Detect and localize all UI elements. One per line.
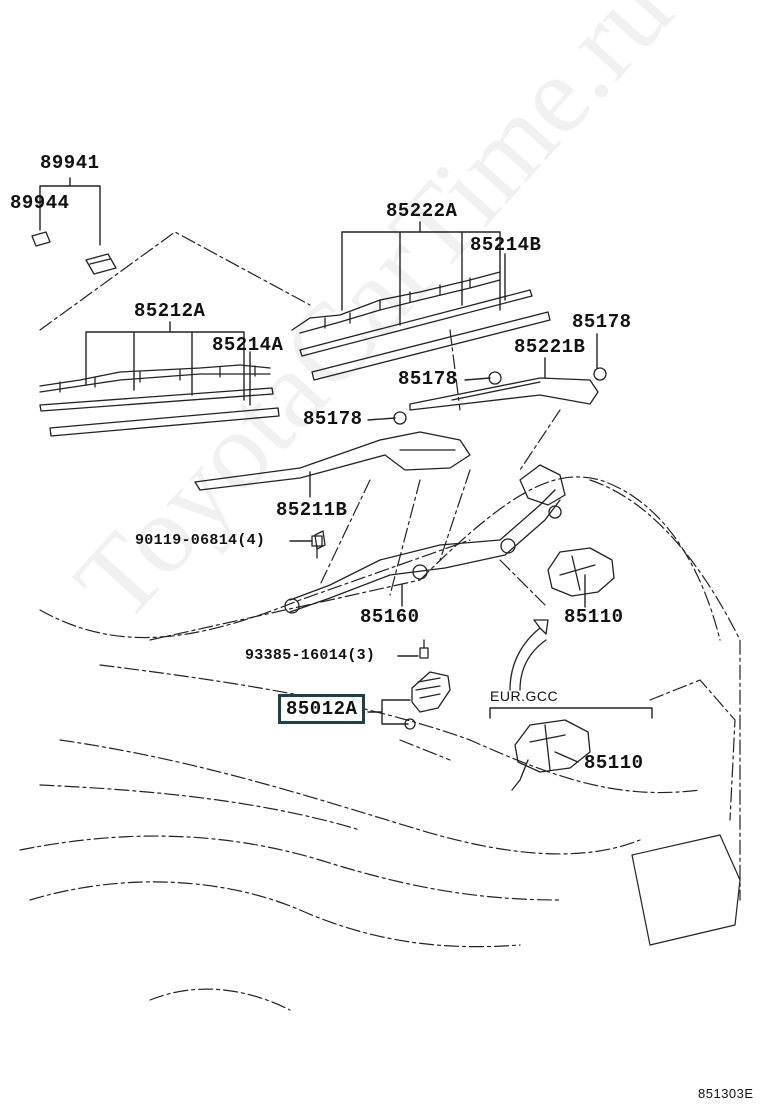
part-label-85110-a[interactable]: 85110 [564, 606, 624, 628]
wiper-arm-right [409, 377, 599, 411]
clip-89944 [31, 231, 51, 247]
part-label-85214b[interactable]: 85214B [470, 234, 542, 256]
wiper-blade-right [291, 271, 551, 381]
part-label-85178-mid[interactable]: 85178 [398, 368, 458, 390]
part-label-89941[interactable]: 89941 [40, 152, 100, 174]
part-label-85211b[interactable]: 85211B [276, 499, 348, 521]
wiper-blade-left [39, 364, 280, 437]
part-label-85221b[interactable]: 85221B [514, 336, 586, 358]
part-label-85214a[interactable]: 85214A [212, 334, 284, 356]
wiper-linkage [284, 464, 566, 614]
part-label-89944[interactable]: 89944 [10, 192, 70, 214]
wiper-arm-left [194, 431, 471, 491]
direction-arrow [509, 619, 549, 691]
windshield-frame [631, 834, 741, 946]
bracket-85012a [404, 671, 451, 730]
part-label-85222a[interactable]: 85222A [386, 200, 458, 222]
wiper-motor-b [511, 719, 591, 791]
condition-label: EUR.GCC [490, 688, 559, 704]
part-label-85012a-highlighted[interactable]: 85012A [278, 694, 366, 724]
part-label-93385-16014[interactable]: 93385-16014(3) [245, 647, 376, 664]
bolt-93385 [419, 639, 429, 659]
part-label-85178-left[interactable]: 85178 [303, 408, 363, 430]
diagram-code: 851303E [698, 1086, 754, 1101]
part-label-85178-top[interactable]: 85178 [572, 311, 632, 333]
bolt-90119 [311, 535, 323, 559]
part-label-90119-06814[interactable]: 90119-06814(4) [135, 532, 266, 549]
part-label-85110-b[interactable]: 85110 [584, 752, 644, 774]
wiper-motor-a [547, 547, 615, 597]
clip-89941 [85, 253, 117, 275]
part-label-85212a[interactable]: 85212A [134, 300, 206, 322]
part-label-85160[interactable]: 85160 [360, 606, 420, 628]
